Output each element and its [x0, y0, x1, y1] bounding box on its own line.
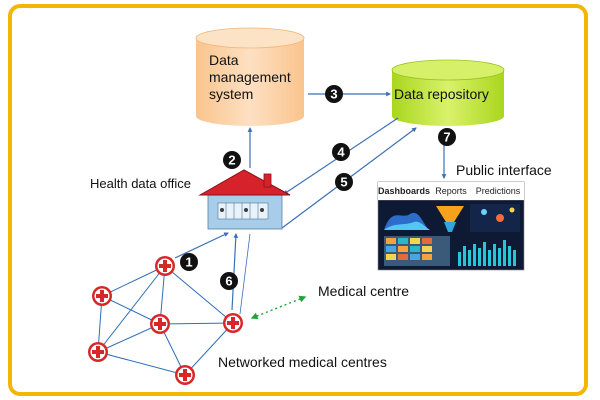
dms-line-3: system [209, 86, 254, 102]
frame-border [8, 4, 588, 396]
dashboard-tab-bar: Dashboards Reports Predictions [378, 182, 524, 200]
step-badge-7: 7 [438, 128, 456, 146]
medical-cross-icon [92, 286, 112, 306]
step-badge-3: 3 [325, 85, 343, 103]
medical-centre-label: Medical centre [318, 283, 410, 299]
arrow-step-1 [174, 232, 229, 259]
medical-cross-icon [88, 342, 108, 362]
house-icon [198, 169, 291, 230]
step-number: 3 [330, 87, 337, 102]
tab-reports[interactable]: Reports [430, 182, 473, 200]
step-badges: 1 2 3 4 5 6 7 [180, 85, 456, 290]
dms-line-2: management [209, 69, 291, 85]
step-badge-6: 6 [220, 272, 238, 290]
arrow-step-5 [231, 233, 239, 311]
step-badge-5: 5 [335, 173, 353, 191]
health-data-office-label: Health data office [90, 176, 191, 191]
step-number: 4 [337, 145, 345, 160]
medical-centre-arrow [250, 295, 307, 320]
step-number: 2 [228, 153, 235, 168]
networked-medical-centres-label: Networked medical centres [218, 354, 387, 370]
step-badge-4: 4 [332, 143, 350, 161]
medical-centre-nodes [88, 256, 243, 385]
tab-dashboards[interactable]: Dashboards [378, 182, 431, 200]
medical-cross-icon [155, 256, 175, 276]
step-badge-2: 2 [223, 151, 241, 169]
step-badge-1: 1 [180, 253, 198, 271]
step-number: 5 [340, 175, 347, 190]
step-number: 6 [225, 274, 232, 289]
data-management-system-label: Data management system [209, 52, 291, 103]
medical-cross-icon [223, 313, 243, 333]
medical-cross-icon [175, 365, 195, 385]
data-repository-label: Data repository [394, 86, 489, 102]
medical-cross-icon [150, 314, 170, 334]
step-number: 1 [185, 255, 192, 270]
step-number: 7 [443, 130, 450, 145]
data-repository-cylinder-icon [391, 59, 505, 126]
tab-predictions[interactable]: Predictions [472, 182, 524, 200]
arrow-step-5b [239, 233, 251, 315]
data-management-system-cylinder-icon [195, 27, 305, 126]
dms-line-1: Data [209, 52, 239, 68]
public-interface-label: Public interface [456, 162, 552, 178]
